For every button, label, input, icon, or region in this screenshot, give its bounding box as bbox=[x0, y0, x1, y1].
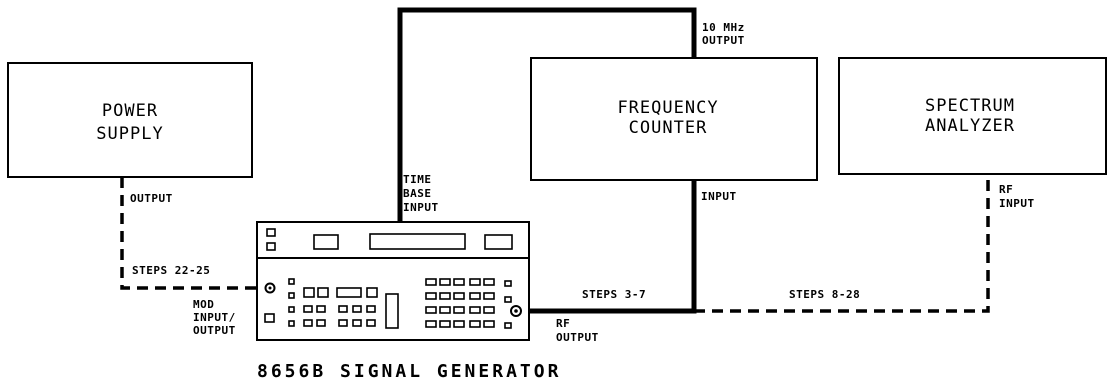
steps-analyzer-label: STEPS 8-28 bbox=[789, 288, 860, 301]
analyzer-rf-input-label-line1: RF bbox=[999, 183, 1013, 196]
ten-mhz-output-label-line1: 10 MHz bbox=[702, 21, 745, 34]
frequency-counter-label-line1: FREQUENCY bbox=[617, 98, 718, 118]
spectrum-analyzer-box bbox=[838, 57, 1107, 175]
mod-label-line1: MOD bbox=[193, 298, 214, 311]
upper-display bbox=[369, 233, 466, 250]
power-supply-box bbox=[7, 62, 253, 178]
mod-switch bbox=[264, 313, 275, 323]
ten-mhz-output-label-line2: OUTPUT bbox=[702, 34, 745, 47]
spectrum-analyzer-label-line1: SPECTRUM bbox=[925, 96, 1015, 116]
signal-generator-caption: 8656B SIGNAL GENERATOR bbox=[257, 361, 561, 382]
upper-window-right bbox=[484, 234, 513, 250]
power-supply-label-line2: SUPPLY bbox=[96, 124, 163, 144]
time-base-input-label-line2: BASE bbox=[403, 187, 432, 200]
vertical-knob-slot bbox=[385, 293, 399, 329]
time-base-input-label-line1: TIME bbox=[403, 173, 432, 186]
frequency-counter-box bbox=[530, 57, 818, 181]
analyzer-rf-cable bbox=[694, 174, 990, 313]
counter-input-label: INPUT bbox=[701, 190, 737, 203]
rf-output-label-line1: RF bbox=[556, 317, 570, 330]
power-supply-label-line1: POWER bbox=[102, 101, 158, 121]
upper-window-left bbox=[313, 234, 339, 250]
rf-output-label-line2: OUTPUT bbox=[556, 331, 599, 344]
time-base-input-label-line3: INPUT bbox=[403, 201, 439, 214]
frequency-counter-label-line2: COUNTER bbox=[629, 118, 708, 138]
analyzer-rf-input-label-line2: INPUT bbox=[999, 197, 1035, 210]
steps-power-label: STEPS 22-25 bbox=[132, 264, 210, 277]
signal-generator bbox=[256, 221, 530, 341]
mod-cable bbox=[120, 177, 270, 290]
mod-label-line3: OUTPUT bbox=[193, 324, 236, 337]
time-base-cable bbox=[397, 7, 697, 252]
mod-label-line2: INPUT/ bbox=[193, 311, 236, 324]
power-output-label: OUTPUT bbox=[130, 192, 173, 205]
steps-counter-label: STEPS 3-7 bbox=[582, 288, 646, 301]
spectrum-analyzer-label-line2: ANALYZER bbox=[925, 116, 1015, 136]
